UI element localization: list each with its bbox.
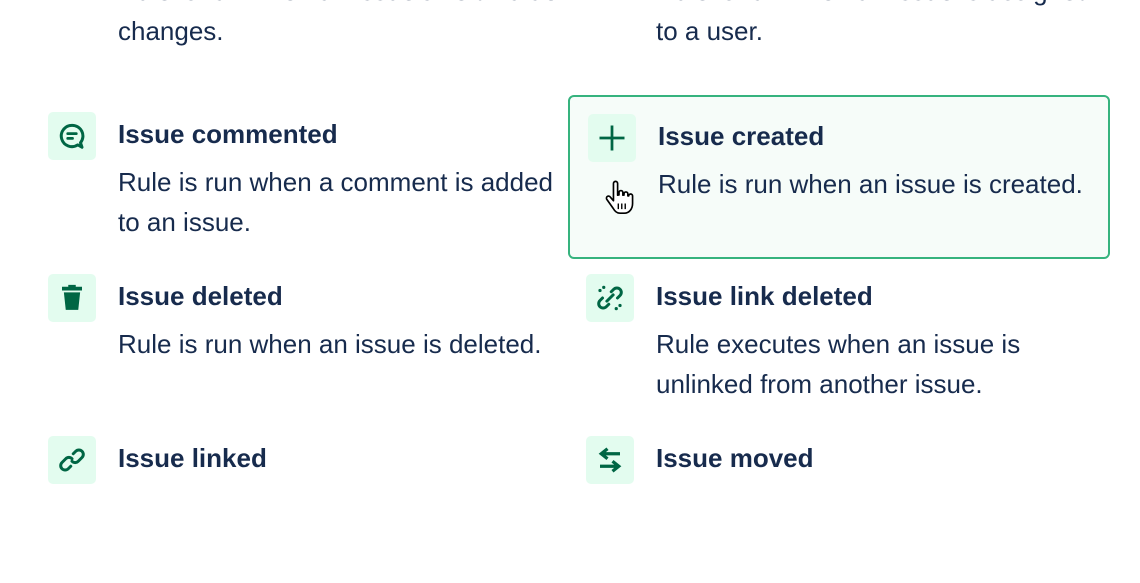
arrows-swap-icon xyxy=(586,436,634,484)
trigger-card-issue-linked[interactable]: Issue linked xyxy=(30,419,572,583)
trigger-card-issue-commented[interactable]: Issue commented Rule is run when a comme… xyxy=(30,95,572,259)
trigger-title: Issue commented xyxy=(118,119,338,149)
trigger-description: Rule is run when an issue is assigned to… xyxy=(656,0,1091,46)
trash-icon xyxy=(48,274,96,322)
trigger-description: Rule is run when a comment is added to a… xyxy=(118,167,554,237)
trigger-card-field-changed[interactable]: Rule is run when an issue's field value … xyxy=(30,0,572,68)
trigger-description: Rule is run when an issue's field value … xyxy=(118,0,558,46)
trigger-title: Issue deleted xyxy=(118,281,283,311)
trigger-description: Rule is run when an issue is created. xyxy=(658,169,1083,199)
trigger-title: Issue link deleted xyxy=(656,281,873,311)
link-icon xyxy=(48,436,96,484)
comment-icon xyxy=(48,112,96,160)
unlink-icon xyxy=(586,274,634,322)
trigger-description: Rule is run when an issue is deleted. xyxy=(118,329,542,359)
trigger-title: Issue moved xyxy=(656,443,814,473)
trigger-title: Issue linked xyxy=(118,443,267,473)
plus-icon xyxy=(588,114,636,162)
trigger-card-issue-created[interactable]: Issue created Rule is run when an issue … xyxy=(568,95,1110,259)
trigger-card-issue-moved[interactable]: Issue moved xyxy=(568,419,1110,583)
trigger-description: Rule executes when an issue is unlinked … xyxy=(656,329,1021,399)
trigger-card-assigned[interactable]: Rule is run when an issue is assigned to… xyxy=(568,0,1110,68)
trigger-card-issue-link-deleted[interactable]: Issue link deleted Rule executes when an… xyxy=(568,257,1110,421)
hand-cursor-icon xyxy=(605,180,634,215)
trigger-card-issue-deleted[interactable]: Issue deleted Rule is run when an issue … xyxy=(30,257,572,421)
trigger-title: Issue created xyxy=(658,121,825,151)
